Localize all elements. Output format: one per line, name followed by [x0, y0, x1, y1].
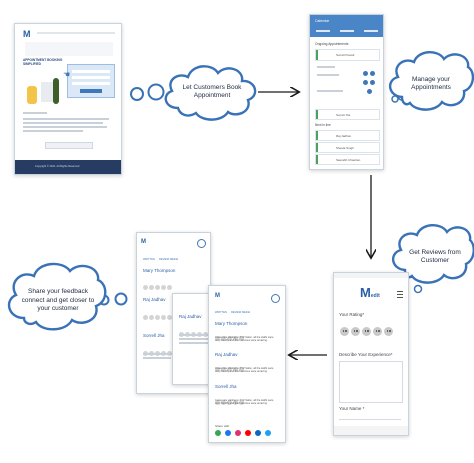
next-in-line-title: Next in line: [315, 123, 331, 127]
cloud-manage-text: Manage your Appointments: [411, 76, 451, 91]
face-icon[interactable]: [373, 327, 382, 336]
face-icon[interactable]: [362, 327, 371, 336]
face-icon[interactable]: [384, 327, 393, 336]
reviewer-name: Raj Jadhav: [179, 314, 202, 319]
close-icon[interactable]: [197, 239, 206, 248]
name-input[interactable]: [339, 415, 401, 420]
queue-name: Sheela Singh: [336, 146, 354, 150]
profile-block: [25, 42, 113, 56]
appointment-card-1[interactable]: Sorrell Powell: [315, 49, 380, 61]
reviewer-faces: [143, 277, 173, 295]
reviewer-name: Raj Jadhav: [143, 297, 166, 302]
cloud-book-text: Let Customers Book Appointment: [182, 84, 242, 99]
rating-label: Your Rating*: [339, 312, 365, 317]
thought-bubble: [413, 284, 423, 294]
thought-bubble-large: [147, 83, 165, 101]
calendar-header: Calendar: [310, 15, 383, 37]
queue-name: Raj Jadhav: [336, 134, 352, 138]
reviewer-name: Sorrell Jha: [143, 333, 165, 338]
appointment-details: [315, 62, 378, 102]
queue-card-3[interactable]: Saurabh Chauhan: [315, 154, 380, 165]
tab-review-media[interactable]: REVIEW MEDIA: [159, 258, 179, 261]
queue-card-2[interactable]: Sheela Singh: [315, 142, 380, 153]
reviews-phone-front: M WRITTEN REVIEW MEDIA Mary Thompson It …: [208, 285, 286, 443]
about-section: [23, 110, 113, 136]
cloud-share: [7, 262, 107, 331]
calendar-title: Calendar: [315, 19, 330, 23]
reviewer-faces: [215, 328, 245, 346]
booking-form[interactable]: [67, 64, 115, 98]
tab-written[interactable]: WRITTEN: [143, 258, 155, 261]
queue-card-1[interactable]: Raj Jadhav: [315, 130, 380, 141]
reviewer-name: Raj Jadhav: [215, 352, 238, 357]
share-label: Share with:: [215, 424, 231, 428]
app-logo: M: [141, 239, 146, 245]
reviewer-name: Sorrell Jha: [215, 384, 237, 389]
appointments-phone: Calendar Ongoing Appointments Sorrell Po…: [309, 14, 384, 170]
cloud-manage: [389, 51, 474, 111]
face-icon[interactable]: [340, 327, 349, 336]
reviewer-name: Mary Thompson: [215, 321, 248, 326]
review-text: It was nice visiting to XYZ Salon, all t…: [215, 399, 274, 406]
action-icons[interactable]: [363, 71, 377, 97]
status-bar: [334, 273, 408, 278]
app-logo: Medit: [360, 285, 380, 300]
hand-cursor-icon: ☚: [63, 70, 71, 79]
cloud-reviews: [392, 224, 474, 284]
appointment-card-2[interactable]: Sorrell Jha: [315, 109, 380, 120]
page-footer: Copyright © 2021. All Rights Reserved: [15, 160, 121, 174]
hero-illustration: [25, 76, 61, 106]
reviewer-faces: [215, 359, 245, 377]
appointment-name: Sorrell Jha: [336, 113, 351, 117]
booking-web-page: M APPOINTMENT BOOKING SIMPLIFIED ☚ Copyr…: [14, 23, 122, 175]
booking-title: APPOINTMENT BOOKING SIMPLIFIED: [23, 58, 63, 66]
reviewer-name: Mary Thompson: [143, 268, 176, 273]
rating-faces[interactable]: [340, 323, 406, 336]
menu-icon[interactable]: [397, 291, 403, 298]
face-icon[interactable]: [351, 327, 360, 336]
social-icons[interactable]: [215, 430, 277, 437]
footer-text: Copyright © 2021. All Rights Reserved: [35, 165, 80, 168]
tabs-row[interactable]: [310, 28, 383, 36]
queue-name: Saurabh Chauhan: [336, 158, 361, 162]
cloud-share-text: Share your feedback connect and get clos…: [21, 288, 95, 312]
review-form-phone: Medit Your Rating* Describe Your Experie…: [333, 272, 409, 436]
cloud-reviews-text: Get Reviews from Customer: [409, 249, 461, 264]
nav-bar-bottom: [334, 426, 408, 435]
experience-textarea[interactable]: [339, 361, 403, 403]
app-logo: M: [215, 293, 220, 299]
appointment-name: Sorrell Powell: [336, 53, 355, 57]
reviewer-faces: [215, 392, 245, 410]
book-button[interactable]: [80, 89, 102, 93]
tab-review-media[interactable]: REVIEW MEDIA: [231, 311, 251, 314]
cloud-book: [164, 65, 257, 121]
experience-label: Describe Your Experience*: [339, 352, 393, 357]
close-icon[interactable]: [271, 294, 280, 303]
subscribe-box[interactable]: [45, 142, 93, 149]
review-text: It was nice visiting to XYZ Salon, all t…: [215, 336, 274, 343]
thought-bubble-small: [130, 87, 144, 101]
thought-bubble-large: [114, 292, 128, 306]
site-logo: M: [23, 29, 31, 39]
ongoing-title: Ongoing Appointments: [315, 42, 349, 46]
review-text: It was nice visiting to XYZ Salon, all t…: [215, 367, 274, 374]
reviewer-faces: [143, 307, 173, 325]
nav-bar: [37, 32, 115, 34]
tab-written[interactable]: WRITTEN: [215, 311, 227, 314]
name-label: Your Name *: [339, 406, 365, 411]
